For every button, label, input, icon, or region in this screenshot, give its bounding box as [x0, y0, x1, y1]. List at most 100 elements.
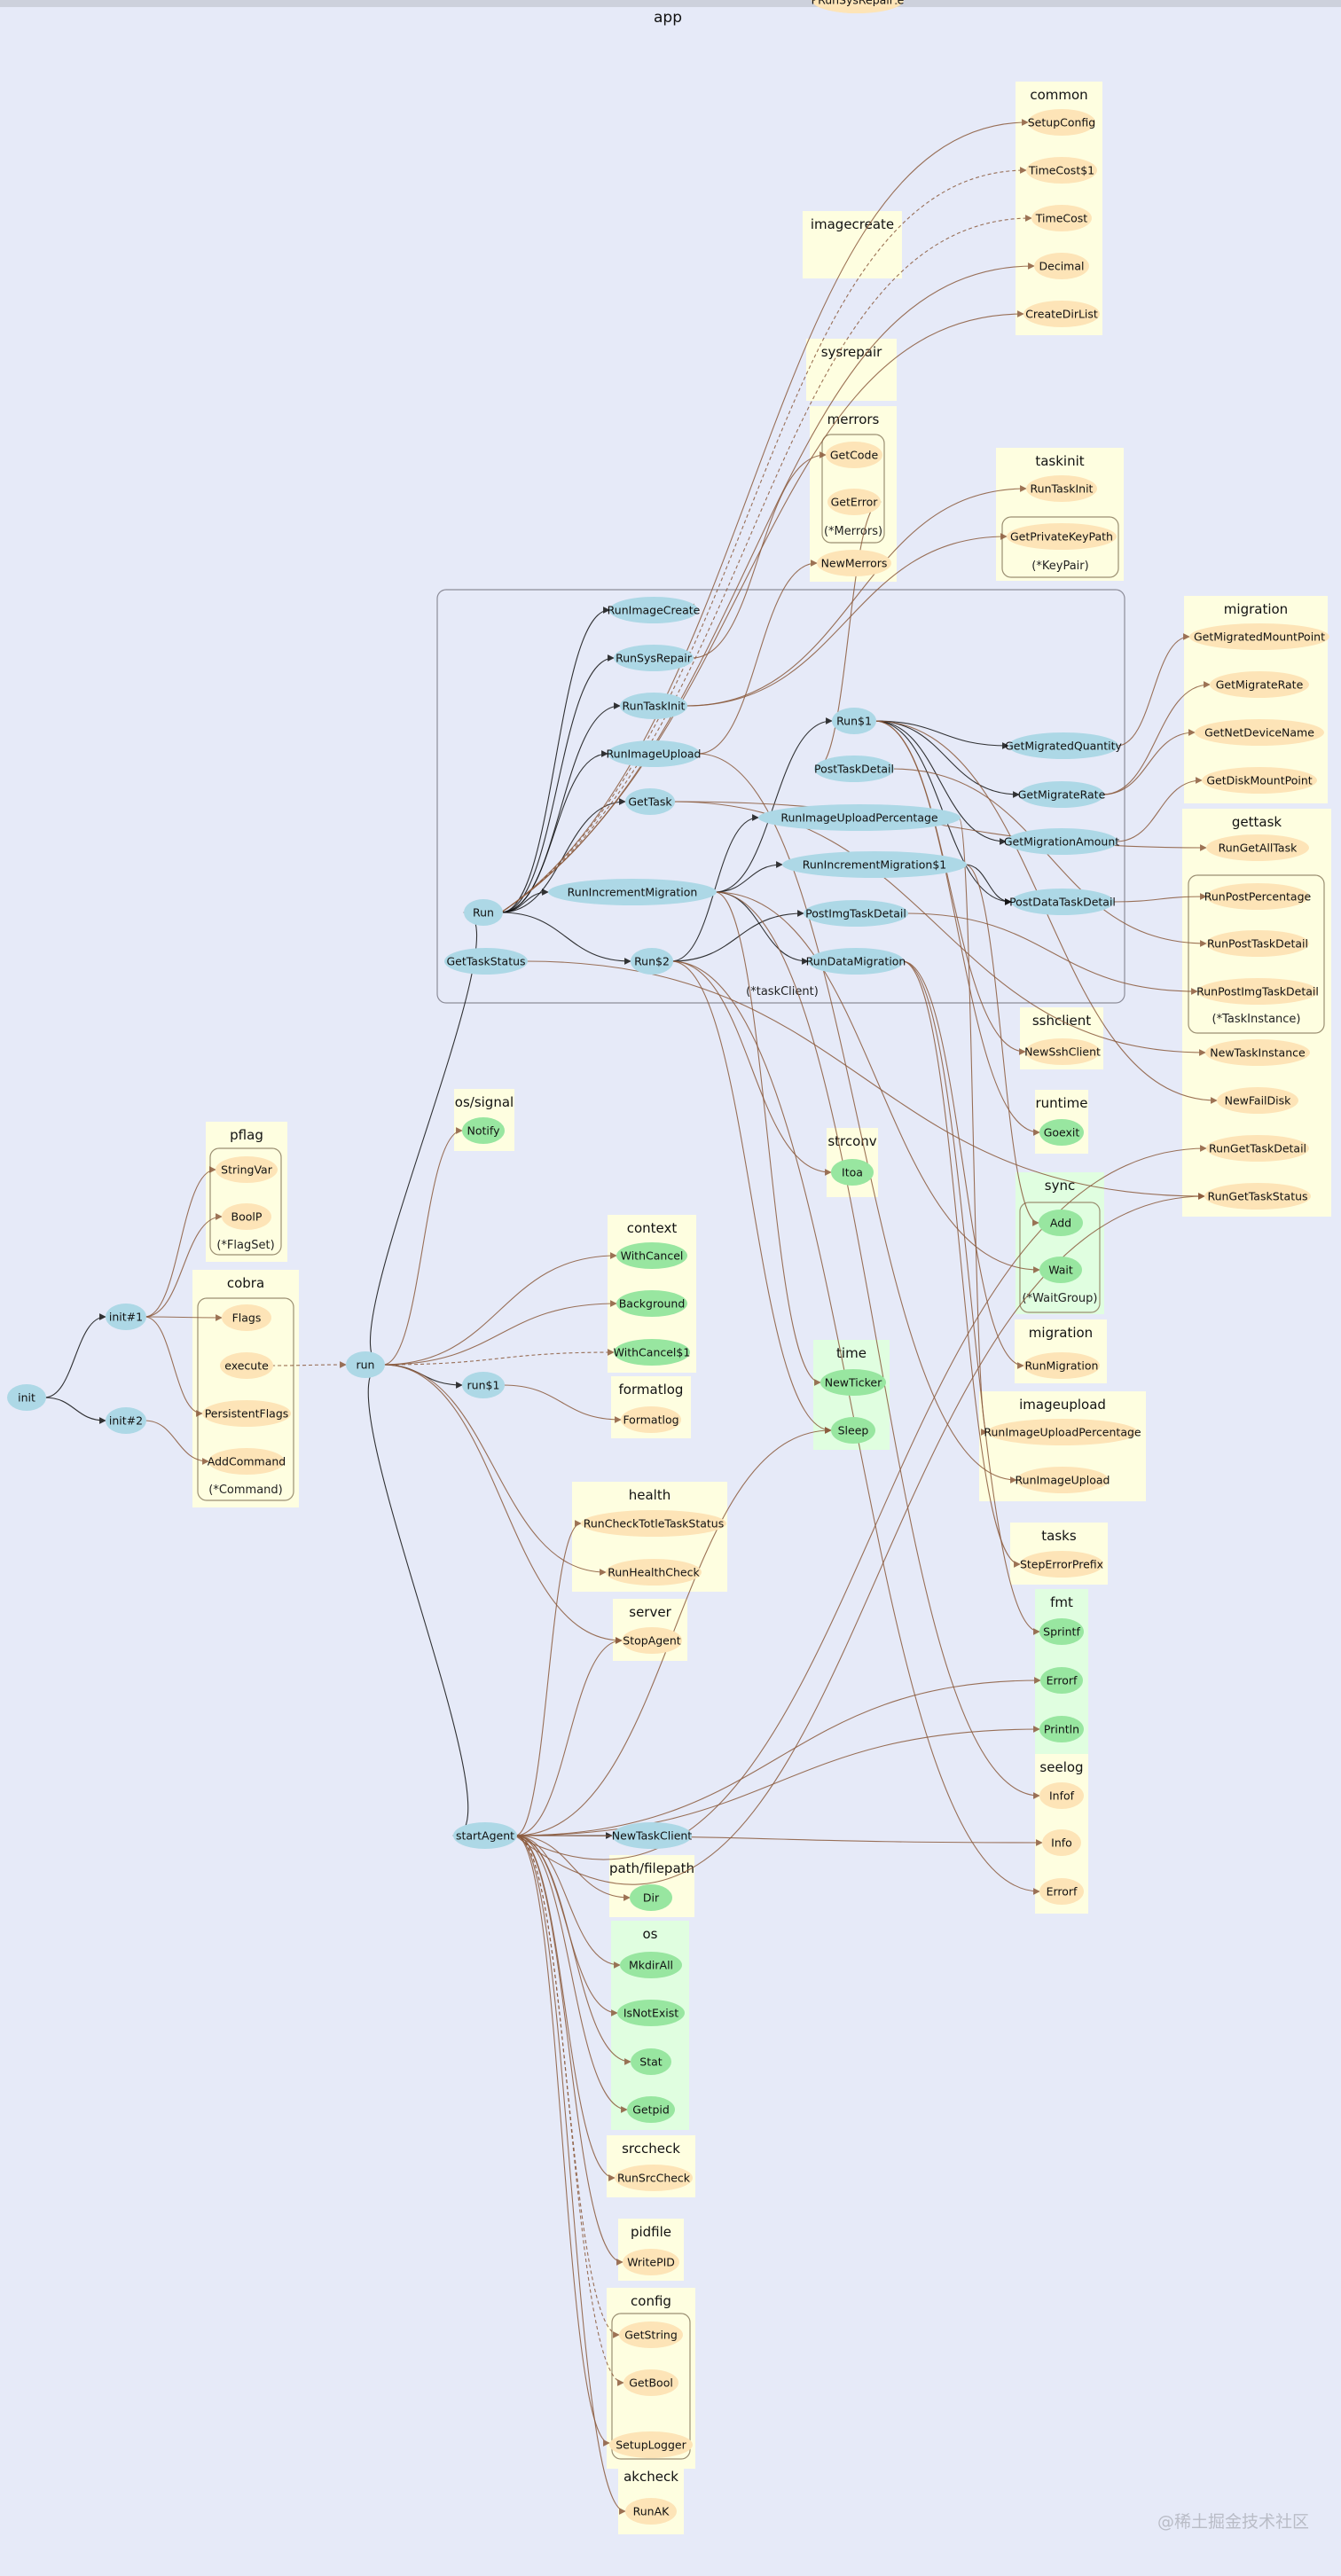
node-new-task-client[interactable]: NewTaskClient	[612, 1822, 693, 1849]
node-tc-get-task[interactable]: GetTask	[625, 788, 675, 815]
node-pflag-string-var-0[interactable]: StringVar	[216, 1156, 278, 1183]
node-tc-run-increment-migration[interactable]: RunIncrementMigration	[548, 879, 717, 905]
node-config-setup-logger-2[interactable]: SetupLogger	[609, 2431, 693, 2458]
node-merrors-get-error-1[interactable]: GetError	[827, 489, 881, 515]
node-cobra-persistent-flags-2[interactable]: PersistentFlags	[202, 1400, 291, 1427]
node-label: RunGetAllTask	[1219, 842, 1298, 855]
node-run1[interactable]: run$1	[462, 1372, 505, 1398]
node-sync-wait-1[interactable]: Wait	[1039, 1257, 1082, 1283]
node-health-run-health-check-1[interactable]: RunHealthCheck	[606, 1559, 702, 1586]
node-config-get-bool-1[interactable]: GetBool	[623, 2369, 678, 2396]
node-run[interactable]: run	[346, 1351, 385, 1378]
node-migration-get-migrate-rate-1[interactable]: GetMigrateRate	[1210, 671, 1309, 698]
node-label: init#1	[109, 1311, 143, 1324]
node-tc-run-image-upload[interactable]: RunImageUpload	[607, 740, 702, 767]
node-sysrepair-run-sys-repair-0[interactable]: RunSysRepair	[815, 0, 897, 13]
node-seelog-infof-0[interactable]: Infof	[1039, 1782, 1084, 1809]
node-common-decimal-3[interactable]: Decimal	[1034, 253, 1089, 279]
node-migration-get-disk-mount-point-3[interactable]: GetDiskMountPoint	[1202, 767, 1317, 794]
node-get-task-status[interactable]: GetTaskStatus	[444, 948, 528, 975]
node-tc-run-increment-migration-1[interactable]: RunIncrementMigration$1	[782, 851, 967, 878]
node-os-getpid-3[interactable]: Getpid	[627, 2096, 675, 2123]
node-common-setup-config-0[interactable]: SetupConfig	[1028, 109, 1096, 136]
node-pidfile-write-pid-0[interactable]: WritePID	[623, 2249, 679, 2275]
node-pathfilepath-dir-0[interactable]: Dir	[630, 1884, 672, 1911]
node-akcheck-run-ak-0[interactable]: RunAK	[625, 2498, 677, 2525]
node-tc-run-data-migration[interactable]: RunDataMigration	[806, 948, 906, 975]
node-start-agent[interactable]: startAgent	[453, 1822, 517, 1849]
node-migration2-run-migration-0[interactable]: RunMigration	[1023, 1352, 1100, 1379]
node-ossignal-notify-0[interactable]: Notify	[462, 1117, 505, 1144]
node-context-background-1[interactable]: Background	[616, 1290, 687, 1317]
node-fmt-println-2[interactable]: Println	[1039, 1716, 1084, 1742]
node-config-get-string-0[interactable]: GetString	[619, 2322, 683, 2348]
node-imageupload-run-image-upload-percentage-0[interactable]: RunImageUploadPercentage	[984, 1419, 1141, 1445]
node-tc-get-migration-amount[interactable]: GetMigrationAmount	[1004, 828, 1119, 855]
node-gettask-run-get-task-status-7[interactable]: RunGetTaskStatus	[1204, 1183, 1311, 1210]
node-gettask-run-post-task-detail-2[interactable]: RunPostTaskDetail	[1206, 930, 1309, 957]
node-time-new-ticker-0[interactable]: NewTicker	[820, 1369, 886, 1396]
node-merrors-new-merrors-2[interactable]: NewMerrors	[817, 550, 891, 576]
node-label: RunCheckTotleTaskStatus	[584, 1517, 724, 1531]
node-tc-post-task-detail[interactable]: PostTaskDetail	[814, 756, 894, 782]
node-fmt-sprintf-0[interactable]: Sprintf	[1039, 1618, 1084, 1645]
node-seelog-info-1[interactable]: Info	[1042, 1829, 1081, 1856]
node-tc-post-img-task-detail[interactable]: PostImgTaskDetail	[804, 900, 908, 927]
node-tc-run-image-upload-percentage[interactable]: RunImageUploadPercentage	[758, 804, 961, 831]
node-tc-get-migrated-quantity[interactable]: GetMigratedQuantity	[1005, 732, 1123, 759]
node-seelog-errorf-2[interactable]: Errorf	[1039, 1878, 1084, 1905]
node-tc-run-2[interactable]: Run$2	[631, 948, 673, 975]
node-tc-get-migrate-rate[interactable]: GetMigrateRate	[1018, 781, 1106, 808]
node-fmt-errorf-1[interactable]: Errorf	[1040, 1667, 1083, 1694]
node-init1[interactable]: init#1	[106, 1304, 146, 1330]
node-os-is-not-exist-1[interactable]: IsNotExist	[617, 2000, 685, 2026]
node-tc-run-sys-repair[interactable]: RunSysRepair	[614, 645, 694, 671]
node-context-with-cancel-1-2[interactable]: WithCancel$1	[614, 1339, 691, 1366]
node-formatlog-formatlog-0[interactable]: Formatlog	[621, 1406, 681, 1433]
node-os-stat-2[interactable]: Stat	[631, 2048, 671, 2075]
cluster-title: pidfile	[631, 2224, 671, 2240]
node-srccheck-run-src-check-0[interactable]: RunSrcCheck	[615, 2165, 693, 2191]
node-cobra-execute-1[interactable]: execute	[220, 1352, 273, 1379]
call-edge	[697, 753, 1017, 1484]
node-common-time-cost-1-1[interactable]: TimeCost$1	[1026, 157, 1097, 184]
node-tasks-step-error-prefix-0[interactable]: StepErrorPrefix	[1020, 1551, 1103, 1578]
node-runtime-goexit-0[interactable]: Goexit	[1039, 1119, 1084, 1146]
node-tc-post-data-task-detail[interactable]: PostDataTaskDetail	[1009, 889, 1116, 915]
top-border	[0, 0, 1341, 7]
node-migration-get-net-device-name-2[interactable]: GetNetDeviceName	[1195, 719, 1324, 746]
node-gettask-new-task-instance-4[interactable]: NewTaskInstance	[1205, 1039, 1310, 1066]
node-gettask-new-fail-disk-5[interactable]: NewFailDisk	[1217, 1087, 1298, 1114]
node-init2[interactable]: init#2	[106, 1407, 146, 1434]
node-common-time-cost-2[interactable]: TimeCost	[1031, 205, 1092, 231]
node-sync-add-0[interactable]: Add	[1039, 1210, 1083, 1236]
node-init[interactable]: init	[7, 1384, 46, 1411]
node-tc-run-1[interactable]: Run$1	[832, 708, 876, 734]
node-gettask-run-post-percentage-1[interactable]: RunPostPercentage	[1204, 883, 1312, 910]
node-label: RunSysRepair	[818, 0, 895, 7]
node-gettask-run-get-all-task-0[interactable]: RunGetAllTask	[1206, 834, 1309, 861]
node-run[interactable]: Run	[464, 899, 503, 926]
node-health-run-check-totle-task-status-0[interactable]: RunCheckTotleTaskStatus	[581, 1510, 726, 1537]
node-gettask-run-get-task-detail-6[interactable]: RunGetTaskDetail	[1206, 1135, 1309, 1162]
node-merrors-get-code-0[interactable]: GetCode	[826, 442, 882, 468]
node-migration-get-migrated-mount-point-0[interactable]: GetMigratedMountPoint	[1189, 623, 1329, 650]
node-strconv-itoa-0[interactable]: Itoa	[831, 1159, 874, 1186]
node-tc-run-image-create[interactable]: RunImageCreate	[608, 597, 701, 623]
call-edge	[514, 1835, 616, 2181]
node-pflag-bool-p-1[interactable]: BoolP	[222, 1203, 271, 1230]
node-imageupload-run-image-upload-1[interactable]: RunImageUpload	[1016, 1467, 1110, 1493]
node-time-sleep-1[interactable]: Sleep	[831, 1417, 875, 1444]
node-taskinit-run-task-init-0[interactable]: RunTaskInit	[1026, 475, 1097, 502]
call-edge	[714, 861, 783, 893]
node-sshclient-new-ssh-client-0[interactable]: NewSshClient	[1024, 1038, 1101, 1065]
node-gettask-run-post-img-task-detail-3[interactable]: RunPostImgTaskDetail	[1196, 978, 1319, 1005]
node-taskinit-get-private-key-path-1[interactable]: GetPrivateKeyPath	[1007, 523, 1117, 550]
node-tc-run-task-init[interactable]: RunTaskInit	[620, 693, 687, 719]
node-cobra-flags-0[interactable]: Flags	[222, 1304, 271, 1331]
node-server-stop-agent-0[interactable]: StopAgent	[622, 1627, 682, 1654]
node-cobra-add-command-3[interactable]: AddCommand	[208, 1448, 286, 1475]
node-context-with-cancel-0[interactable]: WithCancel	[616, 1242, 687, 1269]
node-os-mkdir-all-0[interactable]: MkdirAll	[620, 1952, 682, 1978]
node-common-create-dir-list-4[interactable]: CreateDirList	[1023, 301, 1100, 327]
